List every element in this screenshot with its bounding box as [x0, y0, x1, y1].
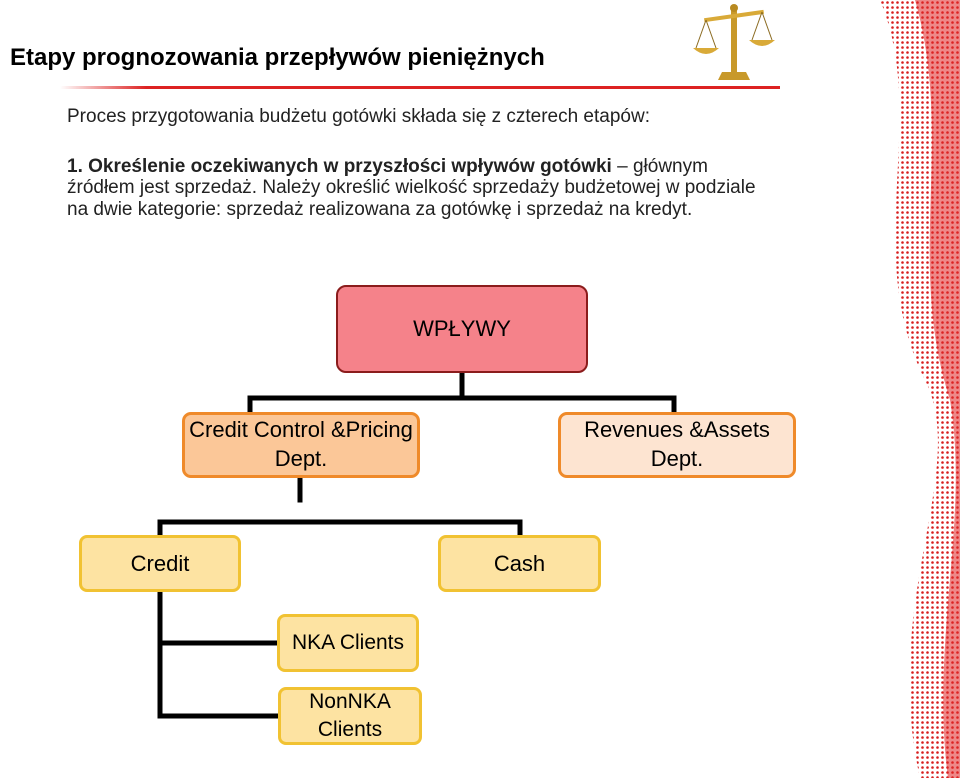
intro-text: Proces przygotowania budżetu gotówki skł… — [67, 106, 650, 127]
revenues-assets-dept-box: Revenues &Assets Dept. — [558, 412, 796, 478]
credit-control-dept-box: Credit Control &Pricing Dept. — [182, 412, 420, 478]
title-underline — [60, 86, 780, 89]
balance-scale-icon — [693, 4, 775, 80]
red-dotted-wave-decoration — [820, 0, 960, 778]
wplywy-box: WPŁYWY — [336, 285, 588, 373]
nonnka-clients-box: NonNKA Clients — [278, 687, 422, 745]
cash-box: Cash — [438, 535, 601, 592]
step-body: – głównym źródłem jest sprzedaż. Należy … — [67, 156, 756, 220]
nka-clients-box: NKA Clients — [277, 614, 419, 672]
step-heading: 1. Określenie oczekiwanych w przyszłości… — [67, 156, 612, 177]
step-paragraph: 1. Określenie oczekiwanych w przyszłości… — [67, 156, 777, 220]
credit-box: Credit — [79, 535, 241, 592]
page-title: Etapy prognozowania przepływów pieniężny… — [10, 44, 545, 71]
